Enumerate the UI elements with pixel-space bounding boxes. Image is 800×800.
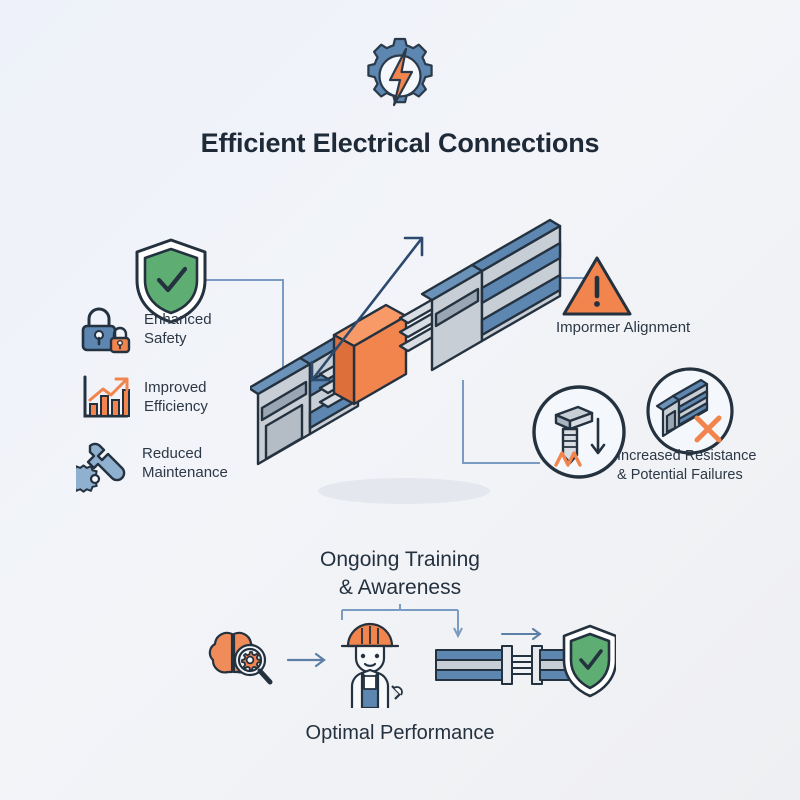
benefit-item-reduced-maintenance: Reduced Maintenance	[66, 437, 228, 493]
busbar-joint-icon	[435, 645, 577, 685]
gear-lightning-icon	[352, 36, 448, 116]
bottom-flow-diagram	[208, 604, 616, 708]
illustration-shadow	[318, 478, 490, 504]
padlock-icon	[78, 303, 134, 355]
benefit-item-improved-efficiency: Improved Efficiency	[78, 371, 208, 423]
wrench-gear-icon	[66, 437, 132, 493]
shield-check-icon	[562, 624, 616, 698]
warning-triangle-icon	[560, 252, 634, 320]
busbar-rejected-icon	[645, 366, 735, 456]
benefit-label: Enhanced Safety	[144, 311, 212, 347]
benefit-label: Reduced Maintenance	[142, 445, 228, 481]
risk-label-improper-alignment: Impormer Alignment	[556, 319, 691, 336]
risk-label-increased-resistance: Increased Resistance & Potential Failure…	[617, 448, 757, 483]
bottom-caption: Optimal Performance	[305, 722, 495, 744]
benefit-item-enhanced-safety: Enhanced Safety	[78, 303, 212, 355]
bar-chart-growth-icon	[78, 371, 134, 423]
brain-magnifier-icon	[208, 631, 273, 685]
shield-check-icon	[128, 236, 214, 326]
worker-hardhat-icon	[340, 622, 403, 708]
isometric-busbar-connector	[250, 218, 562, 466]
benefit-label: Improved Efficiency	[144, 379, 208, 415]
double-headed-arrow	[310, 236, 424, 382]
bottom-section-title: Ongoing Training & Awareness	[320, 548, 480, 599]
loose-screw-icon	[530, 383, 628, 481]
page-title: Efficient Electrical Connections	[200, 128, 600, 158]
